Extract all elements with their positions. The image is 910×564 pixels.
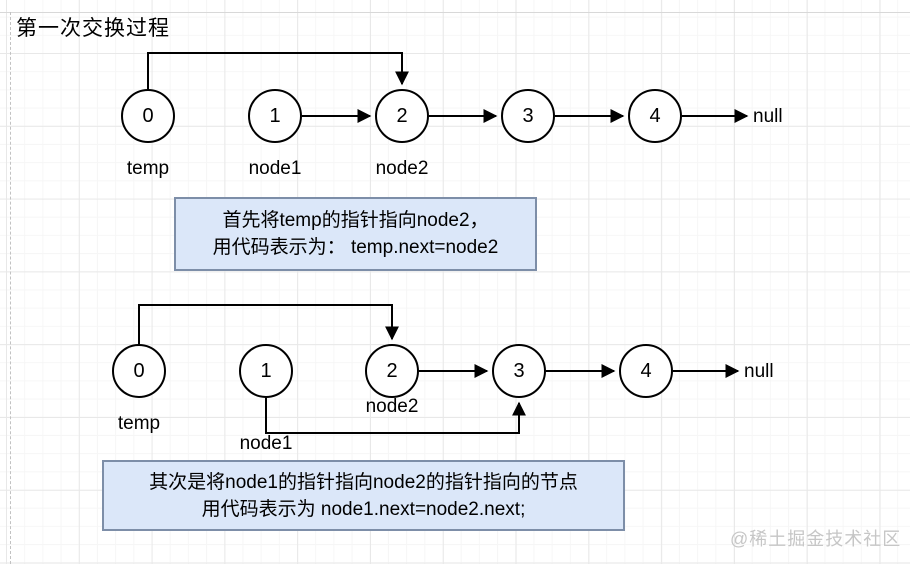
list-node: 2 [365,344,419,398]
node-value: 2 [386,359,398,382]
caption-line: 用代码表示为： temp.next=node2 [212,237,499,258]
caption-line: 首先将temp的指针指向node2， [222,210,489,231]
watermark: @稀土掘金技术社区 [730,529,902,549]
node-value: 4 [649,104,661,127]
caption-line: 其次是将node1的指针指向node2的指针指向的节点 [149,471,578,493]
node-value: 4 [640,359,652,382]
pointer-label-temp: temp [117,413,161,434]
page-guide-top [0,12,910,13]
list-node: 0 [121,89,175,143]
null-label: null [744,361,774,382]
node-value: 1 [260,359,272,382]
pointer-label-node2: node2 [365,396,419,417]
list-node: 2 [375,89,429,143]
node-value: 3 [513,359,525,382]
page-title: 第一次交换过程 [16,17,170,40]
page-guide-left [10,12,11,564]
list-node: 1 [248,89,302,143]
node-value: 2 [396,104,408,127]
arrow-d2-temp-to-node2 [138,304,399,344]
arrow-d2-node1-to-3 [265,398,526,434]
list-node: 1 [239,344,293,398]
caption-box-step2: 其次是将node1的指针指向node2的指针指向的节点 用代码表示为 node1… [102,460,625,531]
node-value: 3 [522,104,534,127]
node-value: 0 [133,359,145,382]
list-node: 0 [112,344,166,398]
list-node: 3 [492,344,546,398]
caption-box-step1: 首先将temp的指针指向node2， 用代码表示为： temp.next=nod… [174,197,537,271]
pointer-label-temp: temp [126,158,170,179]
caption-line: 用代码表示为 node1.next=node2.next; [201,498,526,520]
pointer-label-node2: node2 [375,158,429,179]
list-node: 3 [501,89,555,143]
node-value: 0 [142,104,154,127]
list-node: 4 [628,89,682,143]
arrow-d1-temp-to-node2 [147,52,409,89]
null-label: null [753,106,783,127]
pointer-label-node1: node1 [248,158,302,179]
pointer-label-node1: node1 [239,433,293,454]
node-value: 1 [269,104,281,127]
list-node: 4 [619,344,673,398]
